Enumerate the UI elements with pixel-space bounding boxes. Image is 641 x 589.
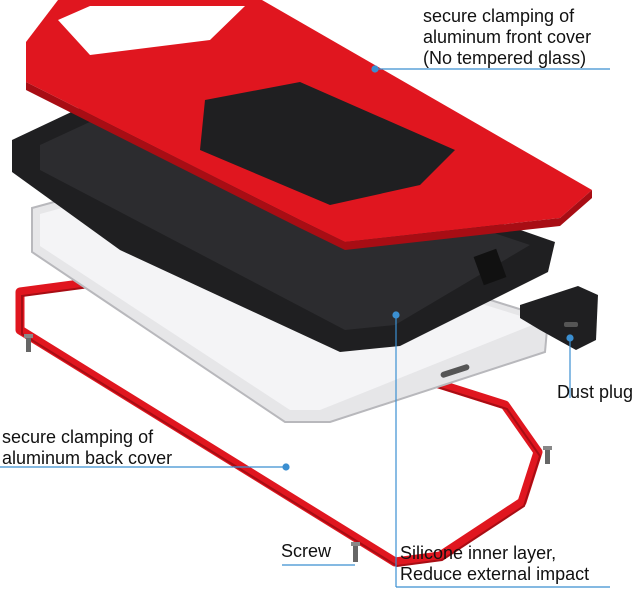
aluminum-front-cover bbox=[26, 0, 592, 250]
dust-plug-label: Dust plug bbox=[557, 382, 634, 402]
label-line: Silicone inner layer, bbox=[400, 543, 557, 563]
front-cover-label: secure clamping of aluminum front cover … bbox=[423, 6, 591, 69]
leader-lines bbox=[0, 65, 610, 588]
label-line: Reduce external impact bbox=[400, 564, 590, 584]
label-line: secure clamping of bbox=[423, 6, 575, 26]
dust-plug bbox=[520, 286, 598, 350]
screw-icon bbox=[24, 334, 33, 352]
screw-label: Screw bbox=[281, 541, 332, 561]
label-line: secure clamping of bbox=[2, 427, 154, 447]
back-cover-label: secure clamping of aluminum back cover bbox=[2, 427, 172, 469]
label-line: (No tempered glass) bbox=[423, 48, 587, 68]
label-line: aluminum back cover bbox=[2, 448, 173, 468]
screw-icon bbox=[543, 446, 552, 464]
silicone-label: Silicone inner layer, Reduce external im… bbox=[400, 543, 589, 585]
label-line: aluminum front cover bbox=[423, 27, 592, 47]
screw-icon bbox=[351, 542, 360, 562]
